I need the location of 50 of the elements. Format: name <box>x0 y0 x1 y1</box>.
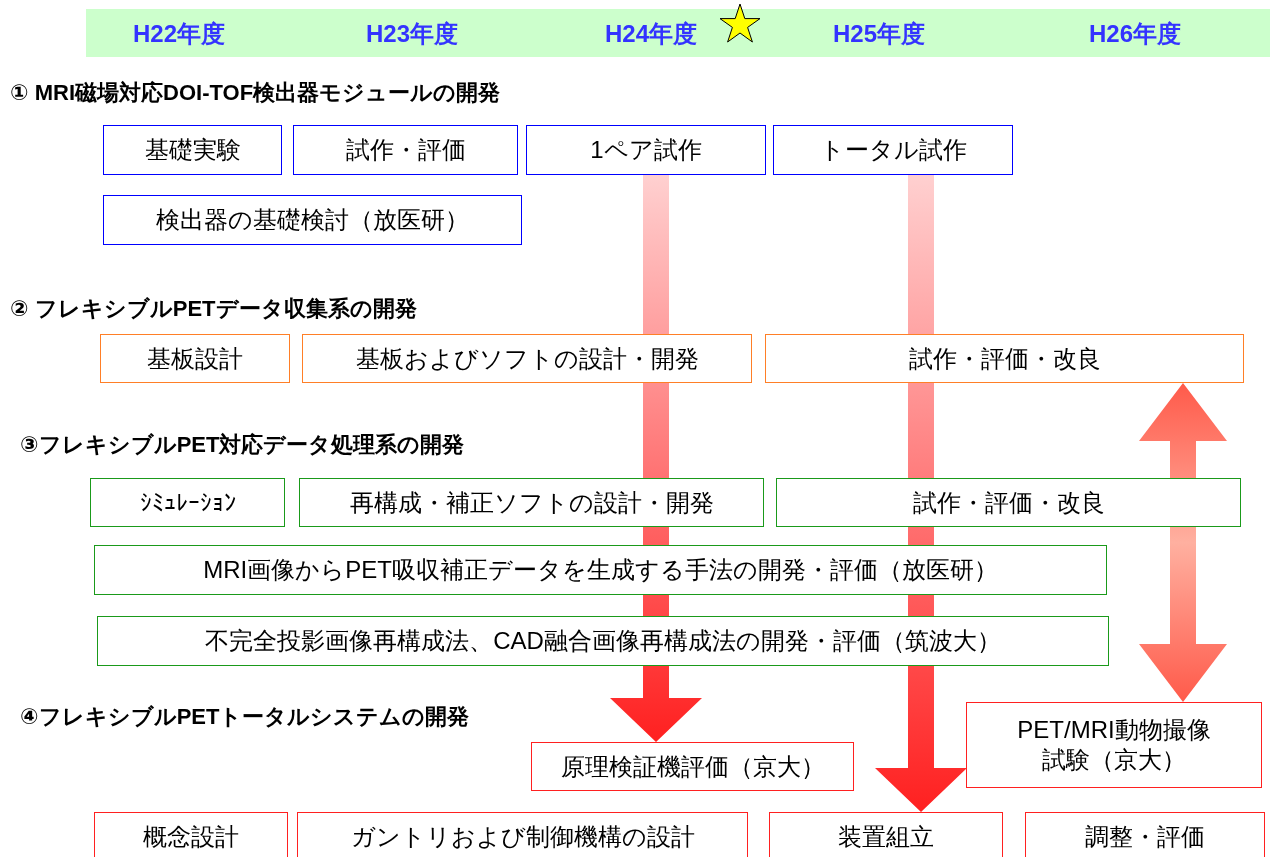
task-label: 試作・評価 <box>345 135 466 165</box>
year-label: H23年度 <box>366 19 459 49</box>
task-label: 基板およびソフトの設計・開発 <box>355 343 699 374</box>
task-label: トータル試作 <box>819 135 967 165</box>
task-box <box>769 812 1003 857</box>
task-box <box>776 478 1241 527</box>
block-arrow <box>1139 383 1227 702</box>
task-label: 基礎実験 <box>144 135 241 165</box>
task-label: 装置組立 <box>838 822 934 852</box>
task-label: 1ペア試作 <box>590 135 702 165</box>
task-box <box>297 812 748 857</box>
task-box <box>773 125 1013 175</box>
year-label: H25年度 <box>833 19 926 49</box>
section-heading: ① MRI磁場対応DOI-TOF検出器モジュールの開発 <box>10 79 501 107</box>
task-label: PET/MRI動物撮像試験（京大） <box>1016 715 1212 775</box>
task-box <box>103 195 522 245</box>
task-label: MRI画像からPET吸収補正データを生成する手法の開発・評価（放医研） <box>203 555 998 585</box>
year-label: H26年度 <box>1089 19 1182 49</box>
task-box <box>1025 812 1265 857</box>
task-label: 原理検証機評価（京大） <box>560 751 825 782</box>
task-label: ｼﾐｭﾚｰｼｮﾝ <box>139 487 236 518</box>
task-label: 不完全投影画像再構成法、CAD融合画像再構成法の開発・評価（筑波大） <box>205 626 1001 656</box>
task-box <box>97 616 1109 666</box>
task-label: 再構成・補正ソフトの設計・開発 <box>349 487 714 518</box>
section-heading: ④フレキシブルPETトータルシステムの開発 <box>20 703 470 731</box>
task-box <box>293 125 518 175</box>
task-label: 試作・評価・改良 <box>912 487 1105 518</box>
task-label: 調整・評価 <box>1085 822 1205 852</box>
year-label: H22年度 <box>133 19 226 49</box>
year-label: H24年度 <box>605 19 698 49</box>
task-box <box>94 812 288 857</box>
task-label: 概念設計 <box>143 822 239 852</box>
task-box <box>103 125 282 175</box>
task-box <box>302 334 752 383</box>
task-box <box>90 478 285 527</box>
block-arrow <box>610 175 702 742</box>
task-label: 試作・評価・改良 <box>908 343 1101 374</box>
task-box <box>299 478 764 527</box>
section-heading: ③フレキシブルPET対応データ処理系の開発 <box>20 431 465 459</box>
task-box <box>531 742 854 791</box>
task-label: ガントリおよび制御機構の設計 <box>350 822 695 852</box>
block-arrow <box>875 175 967 812</box>
task-box <box>100 334 290 383</box>
task-box <box>526 125 766 175</box>
task-box <box>966 702 1262 788</box>
task-label: 検出器の基礎検討（放医研） <box>156 205 469 235</box>
section-heading: ② フレキシブルPETデータ収集系の開発 <box>10 295 417 323</box>
task-box <box>94 545 1107 595</box>
task-label: 基板設計 <box>147 343 243 374</box>
task-box <box>765 334 1244 383</box>
